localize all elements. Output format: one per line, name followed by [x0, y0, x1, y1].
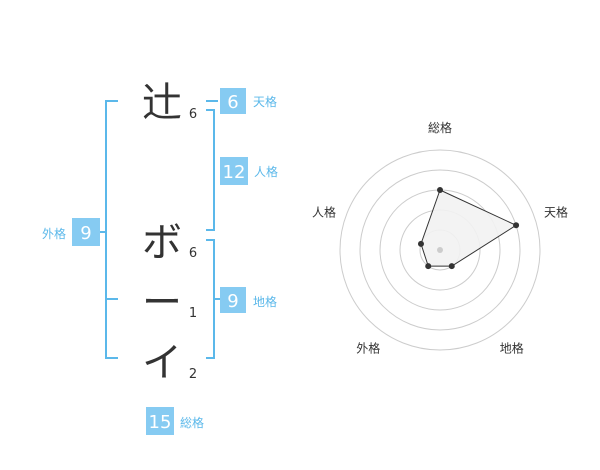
radar-point-3 — [448, 263, 455, 270]
radar-polygon — [420, 189, 518, 267]
gaikaku-box — [72, 218, 100, 246]
stroke-count-1: 6 — [189, 107, 197, 122]
name-char-1: 辻 — [142, 80, 182, 126]
radar-point-1 — [437, 187, 443, 193]
gaikaku-value: 9 — [80, 223, 91, 244]
radar-axis-label-5: 人格 — [312, 204, 336, 219]
gaikaku-label: 外格 — [42, 226, 66, 241]
jinkaku-box — [220, 157, 248, 185]
tenkaku-group: 6 天格 — [220, 88, 277, 114]
tenkaku-box — [220, 88, 246, 114]
jinkaku-group: 12 人格 — [220, 157, 278, 185]
radar-axis-label-4: 外格 — [356, 341, 380, 356]
radar-axis-label-3: 地格 — [500, 341, 524, 356]
stroke-count-2: 6 — [189, 246, 197, 261]
bracket-gaikaku — [105, 100, 118, 359]
name-column: 辻 6 ボ 6 ー 1 イ 2 — [142, 80, 197, 386]
radar-point-2 — [513, 222, 520, 229]
radar-center-dot — [437, 247, 443, 253]
soukaku-value: 15 — [149, 412, 172, 433]
name-char-3: ー — [142, 280, 182, 326]
radar-point-5 — [417, 240, 424, 247]
stroke-count-4: 2 — [189, 367, 197, 382]
jinkaku-value: 12 — [223, 162, 246, 183]
bracket-lines — [100, 100, 220, 359]
chikaku-value: 9 — [227, 291, 238, 312]
soukaku-label: 総格 — [180, 415, 204, 430]
radar-ring-4 — [359, 169, 521, 331]
chikaku-label: 地格 — [253, 294, 277, 309]
bracket-chikaku — [206, 239, 215, 359]
name-char-4: イ — [142, 340, 182, 386]
bracket-jinkaku — [206, 109, 215, 231]
radar-axis-label-2: 天格 — [544, 204, 568, 219]
soukaku-box — [146, 407, 174, 435]
radar-point-4 — [425, 263, 432, 270]
tenkaku-value: 6 — [227, 92, 238, 113]
name-char-2: ボ — [142, 220, 182, 266]
radar-axis-label-1: 総格 — [428, 120, 452, 135]
chikaku-box — [220, 287, 246, 313]
jinkaku-label: 人格 — [254, 164, 278, 179]
stroke-count-3: 1 — [189, 306, 197, 321]
tenkaku-label: 天格 — [253, 94, 277, 109]
chikaku-group: 9 地格 — [220, 287, 277, 313]
gaikaku-group: 9 外格 — [42, 218, 100, 246]
soukaku-group: 15 総格 — [146, 407, 204, 435]
radar-ring-5 — [339, 149, 541, 351]
